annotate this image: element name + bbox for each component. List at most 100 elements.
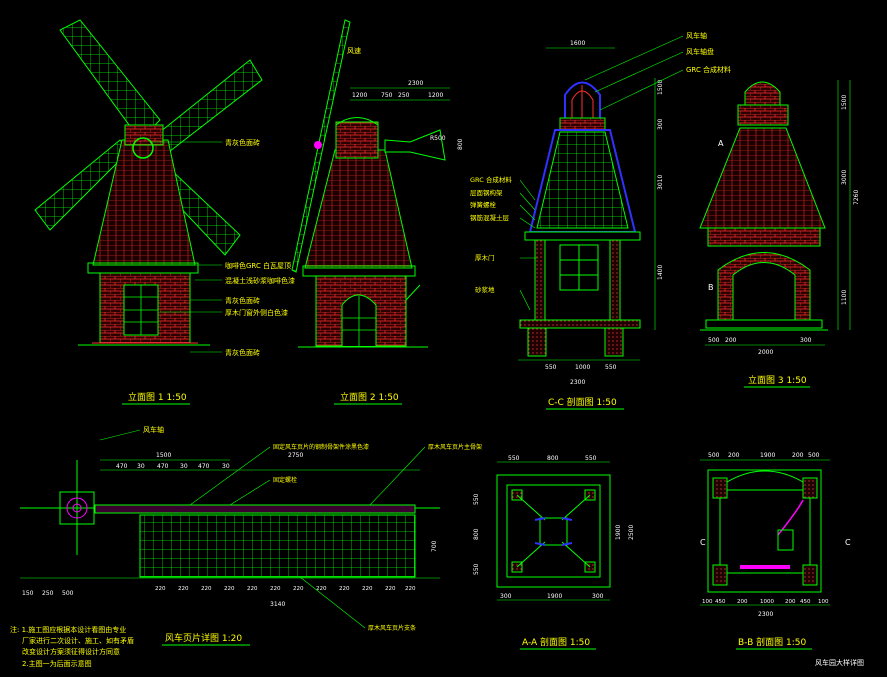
bb-dim-t2: 200 xyxy=(728,452,740,459)
blade-grid xyxy=(139,514,416,578)
bb-dim-b1: 100 xyxy=(702,599,713,605)
blade-dim-b3: 220 xyxy=(201,586,212,592)
elev3-mark-a: A xyxy=(718,139,724,148)
bb-dim-b4: 1000 xyxy=(760,599,774,605)
cc-dim-r1: 1500 xyxy=(657,80,664,95)
bb-dim-b3: 200 xyxy=(737,599,748,605)
annot-blade-4: 厚木风车页片主骨架 xyxy=(428,443,482,451)
note-4: 2.主图一为后面示意图 xyxy=(22,659,92,668)
bb-dim-t3: 1900 xyxy=(760,452,775,459)
note-2: 厂家进行二次设计、施工、如有矛盾 xyxy=(22,636,134,645)
notes: 注: 1.施工图应根据本设计看图由专业 厂家进行二次设计、施工、如有矛盾 改变设… xyxy=(10,625,134,668)
elev3-mark-b: B xyxy=(708,283,714,292)
annot-elev1-5: 厚木门窗外侧白色漆 xyxy=(225,308,288,317)
aa-dim-total: 1900 xyxy=(615,525,622,540)
elev2-dim-r: R500 xyxy=(430,135,446,142)
blade-dim-t3: 470 xyxy=(157,463,169,470)
elev3-dim-b2: 200 xyxy=(725,337,737,344)
blade-dim-2750: 2750 xyxy=(288,452,303,459)
cc-dim-r7: 1400 xyxy=(657,265,664,280)
blade-dim-b9: 220 xyxy=(339,586,350,592)
elevation-3: A B 1500 3000 1100 7260 500 200 300 2000… xyxy=(699,80,860,388)
blade-dim-b2: 220 xyxy=(178,586,189,592)
cc-dim-b2: 1000 xyxy=(575,364,590,371)
elevation-2-roof xyxy=(304,149,413,269)
aa-dim-t1: 550 xyxy=(508,455,520,462)
aa-dim-s3: 550 xyxy=(473,563,480,575)
blade-dim-b4: 220 xyxy=(224,586,235,592)
annot-blade-3: 固定螺栓 xyxy=(273,476,297,484)
elev3-dim-r2: 3000 xyxy=(841,170,848,185)
blade-dim-b7: 220 xyxy=(293,586,304,592)
annot-elev1-3: 混凝土浅砂浆咖啡色漆 xyxy=(225,276,295,285)
cc-dim-b1: 550 xyxy=(545,364,557,371)
elevation-1: 青灰色面砖 咖啡色GRC 白瓦屋顶 混凝土浅砂浆咖啡色漆 青灰色面砖 厚木门窗外… xyxy=(34,19,295,405)
annot-cc-6: 弹簧螺栓 xyxy=(470,200,497,209)
elev3-dim-r1: 1500 xyxy=(841,95,848,110)
bb-dim-t4: 200 xyxy=(792,452,804,459)
annot-cc-4: GRC 合成材料 xyxy=(470,175,512,184)
title-elevation-1: 立面图 1 1:50 xyxy=(128,391,187,403)
blade-dim-l3: 500 xyxy=(62,590,74,597)
elev2-dim-3: 250 xyxy=(398,92,410,99)
title-blade-detail: 风车页片详图 1:20 xyxy=(165,632,242,644)
title-elevation-3: 立面图 3 1:50 xyxy=(748,374,807,386)
blade-dim-t2: 30 xyxy=(137,463,145,470)
annot-cc-7: 钢筋混凝土层 xyxy=(470,213,510,222)
elev2-note: 风速 xyxy=(347,47,361,55)
annot-cc-1: 风车轴 xyxy=(686,31,707,40)
blade-dim-l2: 250 xyxy=(42,590,54,597)
blade-dim-t1: 470 xyxy=(116,463,128,470)
bb-mark-c-left: C xyxy=(700,538,706,547)
elev2-dim-4: 1200 xyxy=(428,92,443,99)
annot-elev1-2: 咖啡色GRC 白瓦屋顶 xyxy=(225,261,291,270)
annot-elev1-1: 青灰色面砖 xyxy=(225,138,260,147)
blade-dim-b5: 220 xyxy=(247,586,258,592)
annot-elev1-6: 青灰色面砖 xyxy=(225,348,260,357)
elev3-dim-b1: 500 xyxy=(708,337,720,344)
blade-dim-b11: 220 xyxy=(385,586,396,592)
blade-dim-t5: 470 xyxy=(198,463,210,470)
title-elevation-2: 立面图 2 1:50 xyxy=(340,391,399,403)
blade-dim-b10: 220 xyxy=(362,586,373,592)
sheet-title: 风车园大样详图 xyxy=(815,658,864,667)
note-3: 改变设计方案须征得设计方同意 xyxy=(22,647,120,656)
section-cc: 1600 550 1000 550 2300 1500 300 3010 140… xyxy=(470,31,731,410)
blade-dim-b1: 220 xyxy=(155,586,166,592)
elev3-dim-b4: 300 xyxy=(800,337,812,344)
aa-dim-b2: 1900 xyxy=(547,593,562,600)
annot-cc-8: 厚木门 xyxy=(475,253,495,262)
annot-blade-1: 风车轴 xyxy=(143,425,164,434)
blade-dim-1500: 1500 xyxy=(156,452,171,459)
annot-cc-5: 层面钢构架 xyxy=(470,188,503,197)
aa-dim-s2: 800 xyxy=(473,528,480,540)
aa-dim-total2: 2500 xyxy=(628,525,635,540)
elev3-dim-total2: 2000 xyxy=(758,349,773,356)
aa-dim-b1: 300 xyxy=(500,593,512,600)
elev3-dim-r4: 1100 xyxy=(841,290,848,305)
cc-dim-total: 2300 xyxy=(570,379,585,386)
elev2-dim-1: 1200 xyxy=(352,92,367,99)
cc-dim-r2: 300 xyxy=(657,118,664,130)
annot-elev1-4: 青灰色面砖 xyxy=(225,296,260,305)
blade-dim-h: 700 xyxy=(431,540,438,552)
bb-mark-c-right: C xyxy=(845,538,851,547)
aa-dim-t3: 550 xyxy=(585,455,597,462)
bb-dim-b2: 450 xyxy=(715,599,726,605)
title-section-bb: B-B 剖面图 1:50 xyxy=(738,636,806,648)
title-section-cc: C-C 剖面图 1:50 xyxy=(548,396,617,408)
bb-dim-total: 2300 xyxy=(758,611,773,618)
aa-dim-s1: 550 xyxy=(473,493,480,505)
bb-dim-b6: 450 xyxy=(800,599,811,605)
aa-dim-b3: 300 xyxy=(592,593,604,600)
blade-dim-l1: 150 xyxy=(22,590,34,597)
title-section-aa: A-A 剖面图 1:50 xyxy=(522,636,590,648)
blade-dim-b8: 220 xyxy=(316,586,327,592)
blade-dim-3140: 3140 xyxy=(270,601,285,608)
annot-cc-3: GRC 合成材料 xyxy=(686,65,731,74)
section-aa: 550 800 550 550 800 550 1900 2500 300 19… xyxy=(473,455,635,650)
note-1: 注: 1.施工图应根据本设计看图由专业 xyxy=(10,625,126,634)
bb-dim-t1: 500 xyxy=(708,452,720,459)
elev2-dim-2: 750 xyxy=(381,92,393,99)
